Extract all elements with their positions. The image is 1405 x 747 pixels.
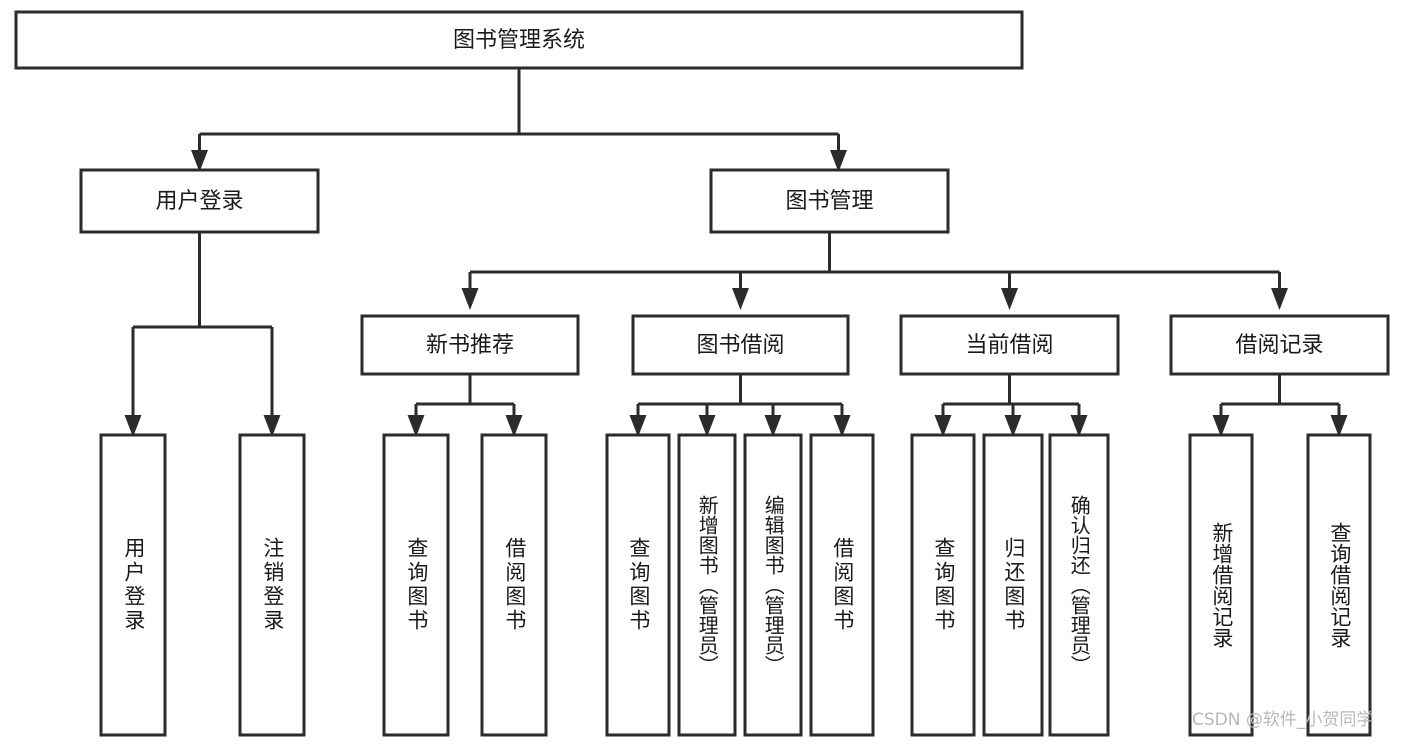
node-box-leaf-logout[interactable] <box>238 433 306 737</box>
arrow-head-icon <box>830 150 847 172</box>
node-box-rect[interactable] <box>709 168 950 234</box>
node-box-rect[interactable] <box>1169 314 1390 376</box>
node-box-leaf-return-book[interactable] <box>982 433 1044 737</box>
node-box-leaf-borrow-book-2[interactable] <box>809 433 875 737</box>
arrow-head-icon <box>1004 415 1022 437</box>
node-box-leaf-confirm-return[interactable] <box>1048 433 1110 737</box>
arrow-head-icon <box>1001 288 1018 310</box>
node-current-borrow[interactable]: 当前借阅 <box>899 314 1120 376</box>
connector-borrow-record-trunk <box>1219 374 1341 417</box>
node-box-rect[interactable] <box>14 10 1024 70</box>
arrow-head-icon <box>732 288 749 310</box>
node-box-rect[interactable] <box>899 314 1120 376</box>
arrow-head-icon <box>1271 288 1288 310</box>
node-book-manage[interactable]: 图书管理 <box>709 168 950 234</box>
arrow-head-icon <box>629 415 647 437</box>
node-box-leaf-query-book-3[interactable] <box>910 433 976 737</box>
node-box-leaf-user-login[interactable] <box>99 433 167 737</box>
connector-user-login-trunk <box>131 232 274 417</box>
node-box-leaf-add-book[interactable] <box>677 433 737 737</box>
arrow-head-icon <box>263 415 281 437</box>
node-box-leaf-edit-book[interactable] <box>743 433 803 737</box>
node-book-borrow[interactable]: 图书借阅 <box>631 314 850 376</box>
connector-root-trunk <box>198 68 840 152</box>
node-box-leaf-query-book-1[interactable] <box>382 433 450 737</box>
node-box-leaf-add-record[interactable] <box>1188 433 1254 737</box>
arrow-head-icon <box>698 415 716 437</box>
arrow-head-icon <box>124 415 142 437</box>
arrow-head-icon <box>934 415 952 437</box>
node-label: 图书管理 <box>785 189 873 214</box>
node-box-leaf-query-record[interactable] <box>1306 433 1372 737</box>
arrow-head-icon <box>1212 415 1230 437</box>
node-label: 借阅记录 <box>1235 333 1323 358</box>
connector-book-manage-trunk <box>468 232 1281 290</box>
boxes-layer: 图书管理系统 用户登录 图书管理 新书推荐 图书借阅 当前 <box>14 10 1390 737</box>
csdn-watermark: CSDN @软件_小贺同学 <box>1192 710 1374 730</box>
arrowheads-layer <box>124 150 1348 437</box>
connector-current-borrow-trunk <box>941 374 1081 417</box>
connectors-layer <box>131 68 1341 417</box>
connector-new-book-rec-trunk <box>414 374 516 417</box>
node-box-rect[interactable] <box>79 168 320 234</box>
node-box-rect[interactable] <box>360 314 580 376</box>
node-box-leaf-borrow-book-1[interactable] <box>480 433 548 737</box>
arrow-head-icon <box>833 415 851 437</box>
node-label: 新书推荐 <box>426 333 514 358</box>
arrow-head-icon <box>407 415 425 437</box>
node-borrow-record[interactable]: 借阅记录 <box>1169 314 1390 376</box>
arrow-head-icon <box>461 288 479 310</box>
arrow-head-icon <box>1330 415 1348 437</box>
node-user-login[interactable]: 用户登录 <box>79 168 320 234</box>
arrow-head-icon <box>764 415 782 437</box>
node-box-rect[interactable] <box>631 314 850 376</box>
node-label: 图书管理系统 <box>453 28 585 53</box>
arrow-head-icon <box>191 150 208 172</box>
node-label: 用户登录 <box>155 189 243 214</box>
node-label: 当前借阅 <box>965 333 1053 358</box>
node-root[interactable]: 图书管理系统 <box>14 10 1024 70</box>
arrow-head-icon <box>505 415 523 437</box>
connector-book-borrow-trunk <box>636 374 844 417</box>
node-label: 图书借阅 <box>696 333 784 358</box>
arrow-head-icon <box>1070 415 1088 437</box>
node-new-book-rec[interactable]: 新书推荐 <box>360 314 580 376</box>
node-box-leaf-query-book-2[interactable] <box>605 433 671 737</box>
